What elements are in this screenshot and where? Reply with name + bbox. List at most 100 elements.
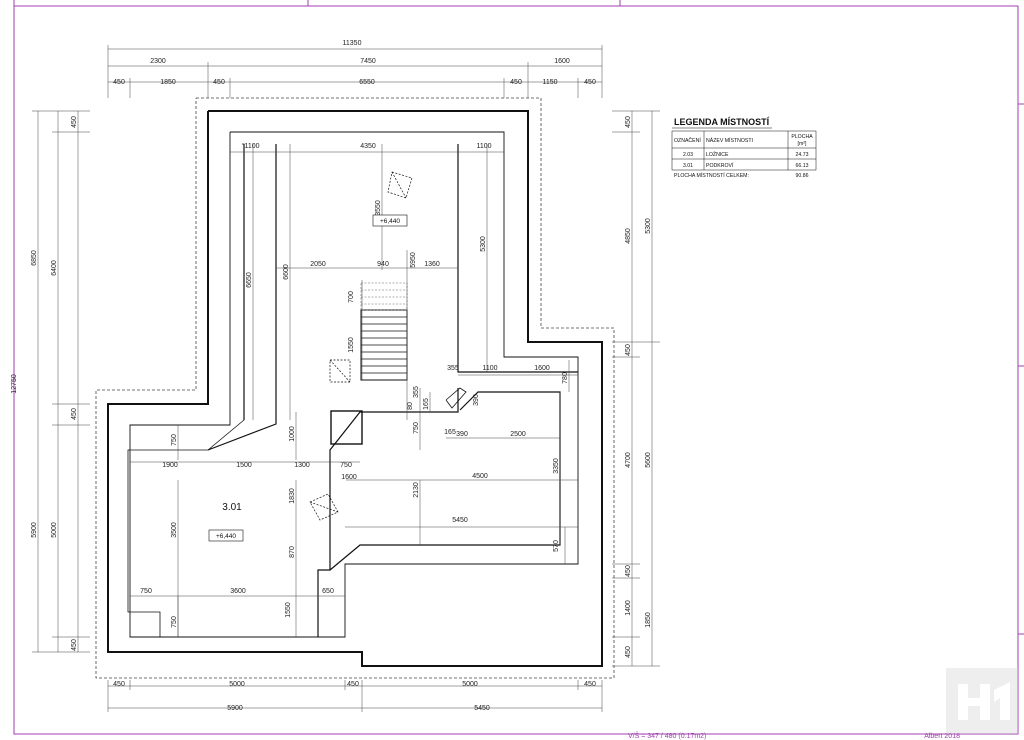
legend-row-name: LOŽNICE (706, 150, 729, 158)
logo-watermark (946, 668, 1018, 734)
dim-interior: 1500 (236, 462, 252, 469)
level-marker-lower: +6,440 (208, 529, 244, 542)
dim-left: 12750 (11, 374, 18, 394)
legend-row-area: 66.13 (796, 163, 809, 169)
dim-interior: 1550 (285, 602, 292, 618)
sheet-frame (13, 0, 1024, 735)
dim-left: 5900 (31, 522, 38, 538)
room-legend: LEGENDA MÍSTNOSTÍ OZNAČENÍ NÁZEV MÍSTNOS… (671, 117, 817, 179)
legend-row-name: PODKROVÍ (706, 162, 734, 169)
interior-dimensions: 1100 4350 1100 3550 5300 6650 6600 2050 … (140, 143, 569, 628)
dim-left: 450 (71, 639, 78, 651)
dim-top-total: 11350 (343, 40, 362, 47)
partition-right-upper (457, 144, 578, 373)
dim-interior: 1300 (294, 462, 310, 469)
dim-interior: 570 (553, 540, 560, 552)
roof-window-upper (387, 171, 413, 199)
dim-interior: 3500 (171, 522, 178, 538)
dim-top: 1850 (160, 79, 176, 86)
dim-interior: 165 (423, 398, 430, 410)
roof-overhang-outline (95, 97, 615, 679)
dim-interior: 5300 (480, 236, 487, 252)
chimney (330, 410, 363, 445)
left-dimensions: 6850 6400 450 12750 450 5900 5000 450 (11, 116, 78, 651)
roof-window-middle (329, 359, 351, 383)
legend-header-name: NÁZEV MÍSTNOSTI (706, 137, 753, 144)
legend-title: LEGENDA MÍSTNOSTÍ (674, 117, 770, 127)
dim-top: 2300 (150, 58, 166, 65)
dim-interior: 80 (407, 402, 414, 410)
dim-interior: 1830 (289, 488, 296, 504)
dim-right: 450 (625, 344, 632, 356)
dim-right: 4700 (625, 452, 632, 468)
dim-top: 1600 (554, 58, 570, 65)
dim-bottom: 5450 (474, 705, 490, 712)
right-dimensions: 450 4850 5300 450 4700 5600 450 1400 185… (625, 116, 652, 658)
interior-dimension-lines (130, 144, 578, 637)
legend-total-value: 90.86 (796, 173, 809, 179)
dim-left: 5000 (51, 522, 58, 538)
dim-right: 450 (625, 565, 632, 577)
dim-interior: 940 (377, 261, 389, 268)
dim-bottom: 5900 (227, 705, 243, 712)
dim-interior: 1550 (348, 337, 355, 353)
dim-interior: 2050 (310, 261, 326, 268)
exterior-dimension-lines (32, 45, 660, 712)
dim-interior: 650 (322, 588, 334, 595)
dim-bottom: 5000 (462, 681, 478, 688)
level-value: +6,440 (216, 533, 236, 540)
dim-interior: 3600 (230, 588, 246, 595)
dim-interior: 1100 (482, 365, 497, 372)
dim-top: 450 (584, 79, 596, 86)
dim-interior: 6650 (246, 272, 253, 288)
dim-right: 450 (625, 646, 632, 658)
dim-left: 6850 (31, 250, 38, 266)
dim-bottom: 450 (584, 681, 596, 688)
dim-interior: 1000 (289, 426, 296, 442)
partition-lower (317, 388, 459, 637)
scale-info: V/Š = 347 / 480 (0.17m2) (628, 731, 706, 740)
knee-wall-line (127, 143, 245, 637)
dim-interior: 1360 (424, 261, 440, 268)
inner-wall (129, 131, 579, 638)
dim-left: 6400 (51, 260, 58, 276)
dim-bottom: 5000 (229, 681, 245, 688)
dim-interior: 750 (171, 616, 178, 628)
staircase (360, 309, 408, 381)
dim-interior: 1600 (534, 365, 550, 372)
dim-interior: 5450 (452, 517, 468, 524)
dim-right: 5600 (645, 452, 652, 468)
dim-top: 7450 (360, 58, 376, 65)
dim-interior: 4350 (360, 143, 376, 150)
dim-interior: 750 (140, 588, 152, 595)
dim-interior: 1600 (341, 474, 357, 481)
vent-pipe (445, 387, 467, 409)
legend-header-area-unit: [m²] (798, 141, 807, 147)
roof-window-lower (309, 493, 339, 521)
dim-top: 450 (113, 79, 125, 86)
dim-top: 1150 (542, 79, 557, 86)
dim-interior: 165 (444, 429, 456, 436)
dim-interior: 5950 (410, 252, 417, 268)
outer-wall (107, 110, 603, 667)
dim-interior: 2130 (413, 482, 420, 498)
dim-interior: 390 (456, 431, 468, 438)
bottom-dimensions: 450 5000 450 5000 450 5900 5450 (113, 681, 596, 712)
dim-interior: 6600 (283, 264, 290, 280)
dim-left: 450 (71, 116, 78, 128)
staircase-upper-hidden (360, 282, 408, 311)
legend-header-code: OZNAČENÍ (674, 137, 701, 144)
partition-upper (207, 144, 277, 451)
dim-left: 450 (71, 408, 78, 420)
dim-interior: 1100 (476, 143, 491, 150)
level-value: +6,440 (380, 218, 400, 225)
dim-bottom: 450 (347, 681, 359, 688)
dim-right: 5300 (645, 218, 652, 234)
dim-interior: 750 (171, 434, 178, 446)
legend-row-area: 24.73 (796, 152, 809, 158)
legend-row-code: 2.03 (683, 152, 693, 158)
legend-header-area: PLOCHA (791, 134, 813, 140)
dim-bottom: 450 (113, 681, 125, 688)
dim-interior: 355 (447, 365, 459, 372)
